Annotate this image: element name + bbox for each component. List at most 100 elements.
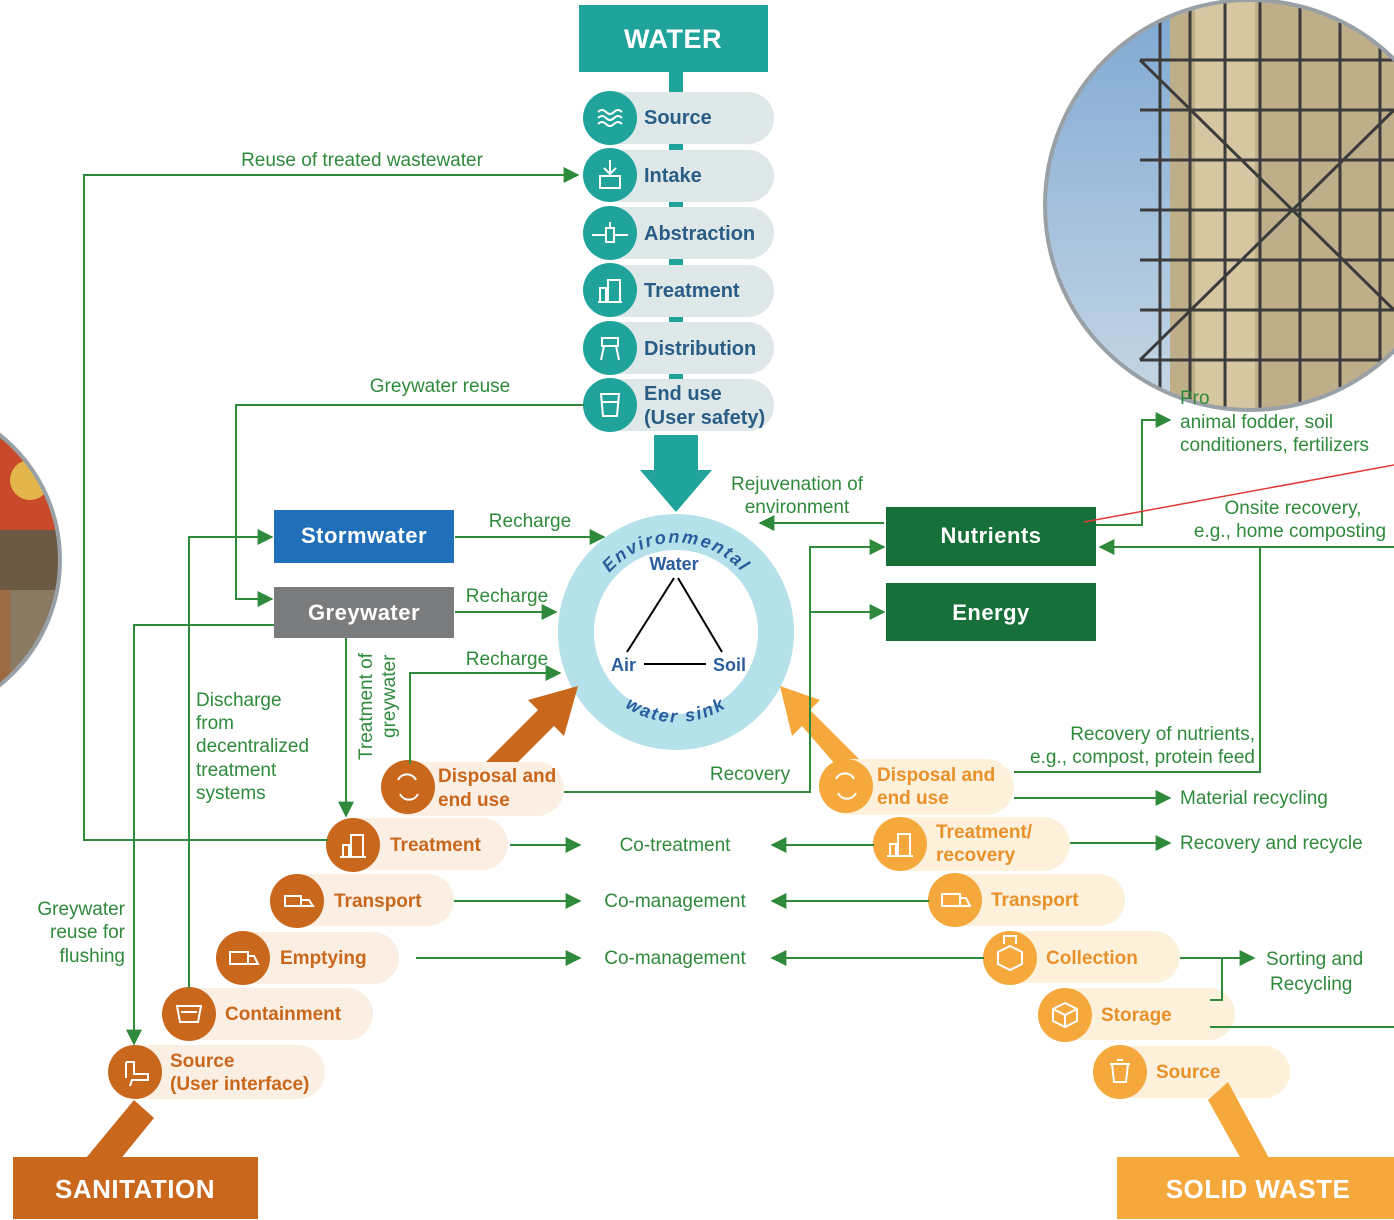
solidwaste-step-transport: Transport: [928, 873, 1125, 927]
svg-text:Disposal and: Disposal and: [877, 765, 995, 786]
water-step-distribution: Distribution: [583, 321, 774, 375]
label-sorting-2: Recycling: [1270, 974, 1352, 995]
collection-box-icon: [983, 931, 1037, 985]
label-products-2: animal fodder, soil: [1180, 412, 1333, 433]
solidwaste-title-box: [1117, 1157, 1394, 1219]
svg-text:Intake: Intake: [644, 165, 702, 187]
sanitation-step-containment: Containment: [162, 987, 373, 1041]
sanitation-step-disposal: Disposal and end use: [381, 760, 564, 816]
label-sorting-1: Sorting and: [1266, 949, 1363, 970]
label-discharge-2: from: [196, 713, 234, 734]
label-discharge-4: treatment: [196, 760, 277, 781]
nutrients-label: Nutrients: [940, 523, 1041, 548]
tank-icon: [162, 987, 216, 1041]
energy-label: Energy: [952, 600, 1030, 625]
water-title: WATER: [624, 24, 722, 54]
svg-text:Collection: Collection: [1046, 948, 1138, 969]
waves-icon: [583, 91, 637, 145]
label-recharge-3: Recharge: [466, 649, 548, 670]
label-co-treatment: Co-treatment: [620, 835, 732, 856]
solidwaste-step-storage: Storage: [1038, 988, 1235, 1042]
tanker-icon: [216, 931, 270, 985]
svg-text:Source: Source: [170, 1051, 234, 1072]
label-flush-2: reuse for: [50, 922, 126, 943]
solidwaste-step-disposal: Disposal and end use: [819, 759, 1014, 815]
svg-text:Treatment: Treatment: [390, 835, 481, 856]
center-water: Water: [649, 554, 698, 574]
solidwaste-step-collection: Collection: [983, 931, 1180, 985]
truck-icon: [270, 874, 324, 928]
label-rejuvenation-2: environment: [745, 497, 850, 518]
label-flush-3: flushing: [60, 946, 126, 967]
label-discharge-3: decentralized: [196, 736, 309, 757]
label-treatment-of: Treatment of: [356, 652, 377, 760]
label-material-recycling: Material recycling: [1180, 788, 1328, 809]
label-reuse-treated: Reuse of treated wastewater: [241, 150, 484, 171]
building-icon: [873, 817, 927, 871]
svg-text:end use: end use: [877, 788, 949, 809]
label-discharge-1: Discharge: [196, 690, 282, 711]
pipe-valve-icon: [583, 206, 637, 260]
left-photo: [0, 400, 62, 720]
label-recovery-recycle: Recovery and recycle: [1180, 833, 1363, 854]
label-discharge-5: systems: [196, 783, 266, 804]
label-recharge-2: Recharge: [466, 586, 548, 607]
svg-text:Storage: Storage: [1101, 1005, 1172, 1026]
svg-text:Treatment/: Treatment/: [936, 822, 1033, 843]
label-recovery-nutrients-1: Recovery of nutrients,: [1070, 724, 1255, 745]
sanitation-title: SANITATION: [55, 1174, 215, 1204]
svg-text:Emptying: Emptying: [280, 948, 367, 969]
label-recovery: Recovery: [710, 764, 791, 785]
building-icon: [583, 263, 637, 317]
water-step-abstraction: Abstraction: [583, 206, 774, 260]
sanitation-to-sink-arrow: [478, 686, 578, 786]
sanitation-step-source: Source (User interface): [108, 1045, 325, 1099]
water-title-box: [579, 5, 768, 72]
svg-text:Distribution: Distribution: [644, 338, 756, 360]
label-products-3: conditioners, fertilizers: [1180, 435, 1369, 456]
energy-box: [886, 583, 1096, 641]
svg-text:End use: End use: [644, 383, 722, 405]
sanitation-step-treatment: Treatment: [326, 818, 508, 872]
sanitation-step-transport: Transport: [270, 874, 454, 928]
label-co-management-2: Co-management: [604, 948, 746, 969]
svg-text:Containment: Containment: [225, 1004, 342, 1025]
sanitation-title-box: [13, 1157, 258, 1219]
svg-text:Treatment: Treatment: [644, 280, 740, 302]
label-rejuvenation-1: Rejuvenation of: [731, 474, 864, 495]
solidwaste-title: SOLID WASTE: [1166, 1174, 1351, 1204]
water-step-treatment: Treatment: [583, 263, 774, 317]
svg-text:end use: end use: [438, 790, 510, 811]
svg-text:Transport: Transport: [991, 890, 1079, 911]
connector-lines: [83, 167, 1394, 1046]
sanitation-stem: [86, 1100, 154, 1172]
tower-photo: [1043, 0, 1394, 412]
svg-text:Disposal and: Disposal and: [438, 766, 556, 787]
recycle-icon: [381, 760, 435, 814]
label-co-management-1: Co-management: [604, 891, 746, 912]
svg-text:Abstraction: Abstraction: [644, 223, 755, 245]
environmental-sink-ring: [558, 514, 794, 750]
label-flush-1: Greywater: [37, 899, 125, 920]
svg-text:Source: Source: [644, 107, 712, 129]
svg-text:recovery: recovery: [936, 845, 1016, 866]
trash-bin-icon: [1093, 1045, 1147, 1099]
glass-icon: [583, 378, 637, 432]
svg-text:(User safety): (User safety): [644, 407, 765, 429]
water-step-intake: Intake: [583, 148, 774, 202]
solidwaste-stem: [1208, 1082, 1270, 1168]
red-pointer-line: [1083, 464, 1394, 523]
water-step-source: Source: [583, 91, 774, 145]
water-tower-icon: [583, 321, 637, 375]
solidwaste-step-source: Source: [1093, 1045, 1290, 1099]
stormwater-box: [274, 510, 454, 563]
recycle-icon: [819, 759, 873, 813]
label-onsite-1: Onsite recovery,: [1225, 498, 1362, 519]
greywater-label: Greywater: [308, 600, 420, 625]
sanitation-step-emptying: Emptying: [216, 931, 399, 985]
greywater-box: [274, 587, 454, 638]
label-products-1: Pro: [1180, 388, 1210, 409]
label-recovery-nutrients-2: e.g., compost, protein feed: [1030, 747, 1255, 768]
svg-text:Transport: Transport: [334, 891, 422, 912]
